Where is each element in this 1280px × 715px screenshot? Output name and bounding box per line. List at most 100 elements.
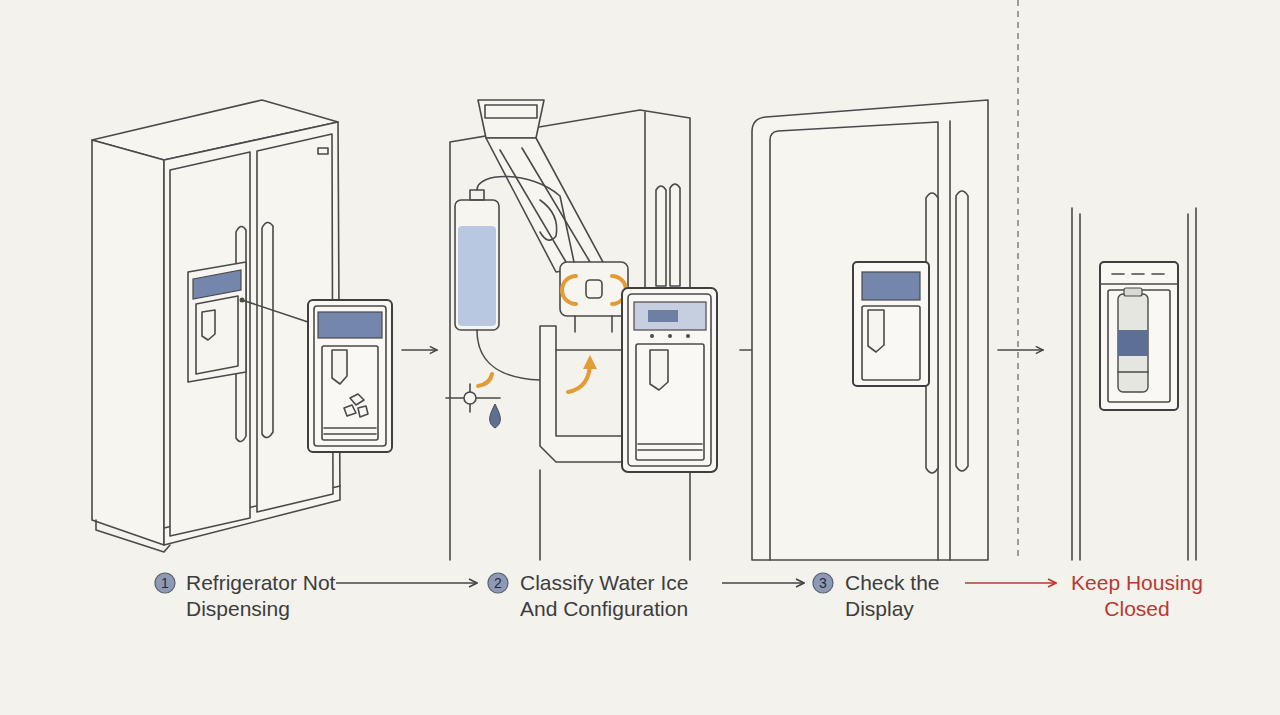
refrigerator-illustration <box>92 100 340 552</box>
refrigerator-illustration <box>318 148 328 154</box>
water-tank <box>470 190 484 200</box>
refrigerator-front <box>752 100 988 560</box>
door-edge <box>1072 208 1080 560</box>
dispenser-panel <box>638 443 702 445</box>
dispenser-panel <box>622 288 717 472</box>
flow-arrow <box>998 349 1043 351</box>
filter-housing <box>1108 290 1170 402</box>
dispenser-panel <box>650 350 668 390</box>
step-box: Check the Display 3 <box>812 570 965 622</box>
cabinet-outline <box>644 112 646 292</box>
filter-housing <box>1118 371 1148 373</box>
step-number: 1 <box>154 572 176 594</box>
dispenser-closeup <box>358 406 368 417</box>
callout-number: 2 <box>494 576 502 590</box>
dispenser-closeup <box>322 346 378 440</box>
refrigerator-front <box>956 191 968 471</box>
filter-housing <box>1118 294 1148 392</box>
auger-housing <box>560 262 628 332</box>
dispenser-housing <box>556 349 626 351</box>
filter-housing <box>1124 288 1142 296</box>
divider-line <box>1017 0 1018 560</box>
ice-chute <box>485 105 537 118</box>
flow-connector <box>965 582 1056 584</box>
refrigerator-illustration <box>196 296 238 374</box>
filter-housing <box>1100 262 1178 410</box>
step-label: Check the Display <box>845 570 965 622</box>
refrigerator-front <box>752 100 988 560</box>
dispenser-closeup <box>324 427 376 429</box>
callout-number: 3 <box>819 576 827 590</box>
cabinet-outline <box>670 184 680 286</box>
filter-housing <box>1132 273 1144 275</box>
refrigerator-front <box>868 310 884 352</box>
refrigerator-illustration <box>188 262 246 382</box>
step-number: 3 <box>812 572 834 594</box>
auger-housing <box>562 276 576 304</box>
dispenser-closeup <box>308 300 392 452</box>
refrigerator-illustration <box>170 152 250 536</box>
auger-housing <box>586 280 602 298</box>
refrigerator-illustration <box>202 310 215 340</box>
cabinet-outline <box>656 186 666 286</box>
refrigerator-front <box>862 306 920 380</box>
water-tank <box>455 200 499 330</box>
water-valve <box>446 374 500 428</box>
ice-chute <box>486 138 604 272</box>
dispenser-closeup <box>332 350 347 384</box>
water-tank <box>458 226 496 326</box>
dispenser-closeup <box>314 306 386 446</box>
water-tank <box>477 330 540 380</box>
flow-connector <box>722 582 804 584</box>
door-edge <box>1188 208 1196 560</box>
cabinet-outline <box>540 470 690 560</box>
step-label: Keep Housing Closed <box>1062 570 1212 622</box>
dispenser-closeup <box>324 433 376 435</box>
dispenser-panel <box>628 294 711 466</box>
dispenser-panel <box>668 334 672 338</box>
step-box: Keep Housing Closed <box>1062 570 1212 622</box>
dispenser-closeup <box>350 394 364 405</box>
filter-housing <box>1112 273 1124 275</box>
step-label: Classify Water Ice And Configuration <box>520 570 720 622</box>
dispenser-panel <box>638 449 702 451</box>
filter-housing <box>1152 273 1164 275</box>
water-valve <box>464 392 476 404</box>
callout-number: 1 <box>161 576 169 590</box>
dispenser-panel <box>648 310 678 322</box>
number-circle <box>488 573 508 593</box>
flow-connector <box>336 582 477 584</box>
number-circle <box>155 573 175 593</box>
water-valve <box>478 374 492 386</box>
filter-housing <box>1118 330 1148 356</box>
step-box: Classify Water Ice And Configuration 2 <box>487 570 720 622</box>
auger-housing <box>575 316 612 332</box>
refrigerator-illustration <box>242 300 308 322</box>
dispenser-panel <box>686 334 690 338</box>
filter-housing <box>1100 262 1178 410</box>
step-box: Refrigerator Not Dispensing 1 <box>154 570 336 622</box>
step-label: Refrigerator Not Dispensing <box>186 570 336 622</box>
refrigerator-illustration <box>262 222 273 437</box>
water-tank <box>477 176 574 262</box>
step-number: 2 <box>487 572 509 594</box>
flow-arrow <box>402 349 437 351</box>
dispenser-panel <box>650 334 654 338</box>
filter-housing <box>1100 283 1178 285</box>
refrigerator-front <box>770 122 938 560</box>
auger-housing <box>560 262 628 316</box>
door-edge <box>1072 208 1196 560</box>
refrigerator-illustration <box>96 520 170 552</box>
dispenser-closeup <box>308 300 392 452</box>
water-valve <box>490 404 501 428</box>
refrigerator-front <box>949 121 951 560</box>
dispenser-panel <box>634 302 706 330</box>
dispenser-closeup <box>318 312 382 338</box>
dispenser-closeup <box>344 405 356 416</box>
ice-chute <box>500 148 590 262</box>
refrigerator-front <box>862 272 920 300</box>
dispenser-housing <box>568 362 590 392</box>
refrigerator-illustration <box>240 298 245 303</box>
